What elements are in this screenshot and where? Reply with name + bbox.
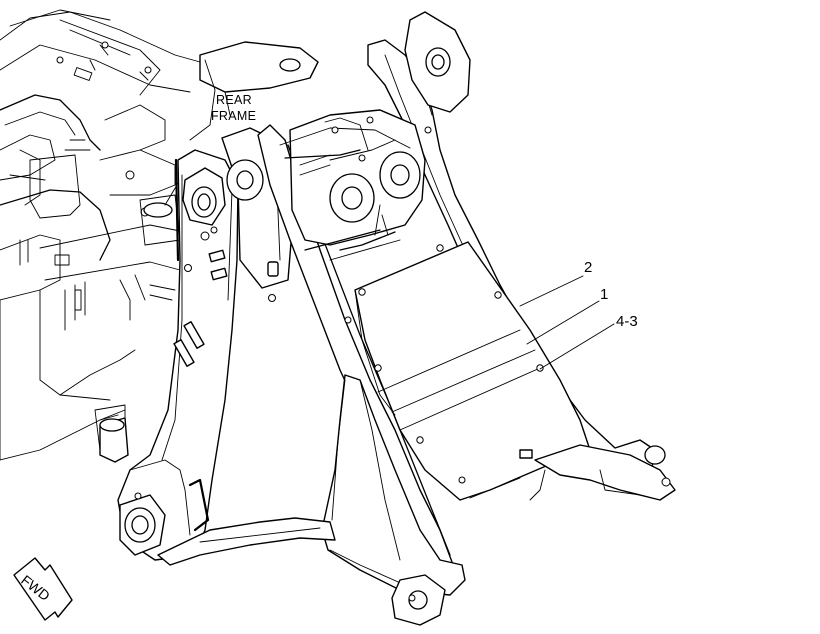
callout-1-leader [526, 300, 600, 345]
callout-2-leader [519, 275, 584, 307]
fwd-arrow: FWD [13, 557, 73, 621]
callout-2: 2 [584, 259, 592, 276]
callout-4-3: 4-3 [616, 313, 638, 330]
callout-1: 1 [600, 286, 608, 303]
rear-frame-label-line2: FRAME [211, 109, 256, 123]
rear-frame [0, 9, 319, 461]
callouts: 2 1 4-3 [519, 259, 638, 370]
rear-frame-label: REAR FRAME [211, 93, 256, 123]
fwd-arrow-icon [13, 557, 73, 621]
callout-4-3-leader [539, 323, 615, 370]
rear-frame-label-line1: REAR [216, 93, 252, 107]
front-frame [99, 11, 676, 626]
